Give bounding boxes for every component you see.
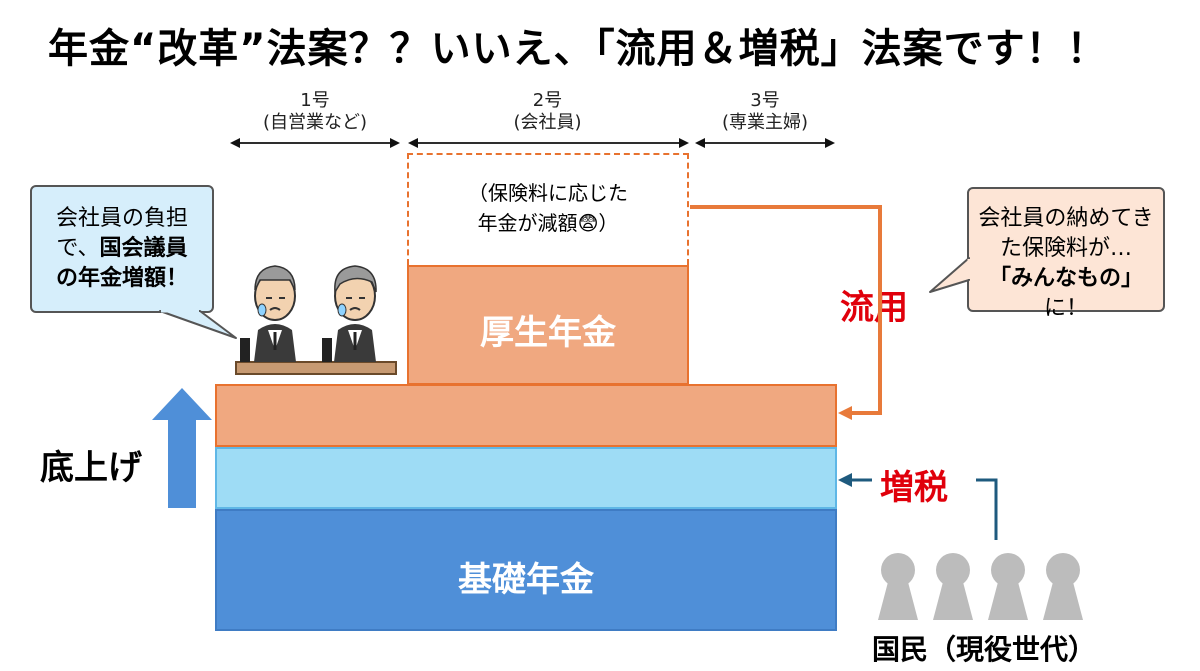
worried-face-icon: 😨 (577, 211, 599, 235)
kiso-nenkin-label: 基礎年金 (458, 560, 594, 600)
zozei-connector-line (976, 478, 998, 540)
category-1-name: (自営業など) (262, 112, 368, 133)
reduced-benefit-note: （保険料に応じた 年金が減額😨） (407, 178, 689, 238)
ryuyo-label: 流用 (840, 288, 908, 328)
sokoage-label: 底上げ (40, 448, 142, 488)
citizens-icon (878, 553, 1083, 620)
bubble-left-line2: で、国会議員 (56, 236, 188, 261)
reduced-note-line1: （保険料に応じた (468, 181, 628, 205)
politicians-icon (235, 265, 397, 375)
category-2-name: (会社員) (513, 112, 582, 133)
category-2: 2号 (会社員) (405, 90, 690, 134)
bubble-left-tail (159, 310, 237, 339)
reduced-note-line2: 年金が減額😨） (477, 211, 619, 235)
bubble-left-line3: の年金増額！ (55, 266, 188, 291)
category-1: 1号 (自営業など) (230, 90, 400, 134)
up-arrow-icon (152, 388, 212, 508)
kiso-nenkin-block (215, 509, 837, 631)
bubble-right: 会社員の納めてき た保険料が… 「みんなもの」に！ (967, 187, 1165, 321)
category-1-number: 1号 (300, 90, 330, 111)
category-3-name: (専業主婦) (721, 112, 809, 133)
reduced-benefit-box (407, 153, 689, 265)
kokumin-label: 国民（現役世代） (872, 633, 1097, 666)
category-2-number: 2号 (532, 90, 563, 111)
page-title: 年金“改革”法案？？いいえ、「流用＆増税」法案です！！ (48, 26, 1108, 72)
ryuyo-arrow-icon (690, 205, 882, 420)
bubble-left-line1: 会社員の負担 (55, 206, 188, 231)
kosei-nenkin-base-block (215, 384, 837, 447)
kosei-nenkin-label: 厚生年金 (480, 313, 616, 353)
bubble-right-tail (929, 257, 970, 293)
bubble-right-line1: 会社員の納めてき (978, 206, 1154, 231)
zozei-label: 増税 (880, 468, 948, 508)
bubble-right-line3: 「みんなもの」に！ (988, 266, 1143, 321)
category-3: 3号 (専業主婦) (695, 90, 835, 134)
tax-increase-block (215, 447, 837, 509)
bubble-left: 会社員の負担 で、国会議員 の年金増額！ (30, 185, 214, 313)
category-3-number: 3号 (750, 90, 780, 111)
bubble-right-line2: た保険料が… (999, 236, 1132, 261)
